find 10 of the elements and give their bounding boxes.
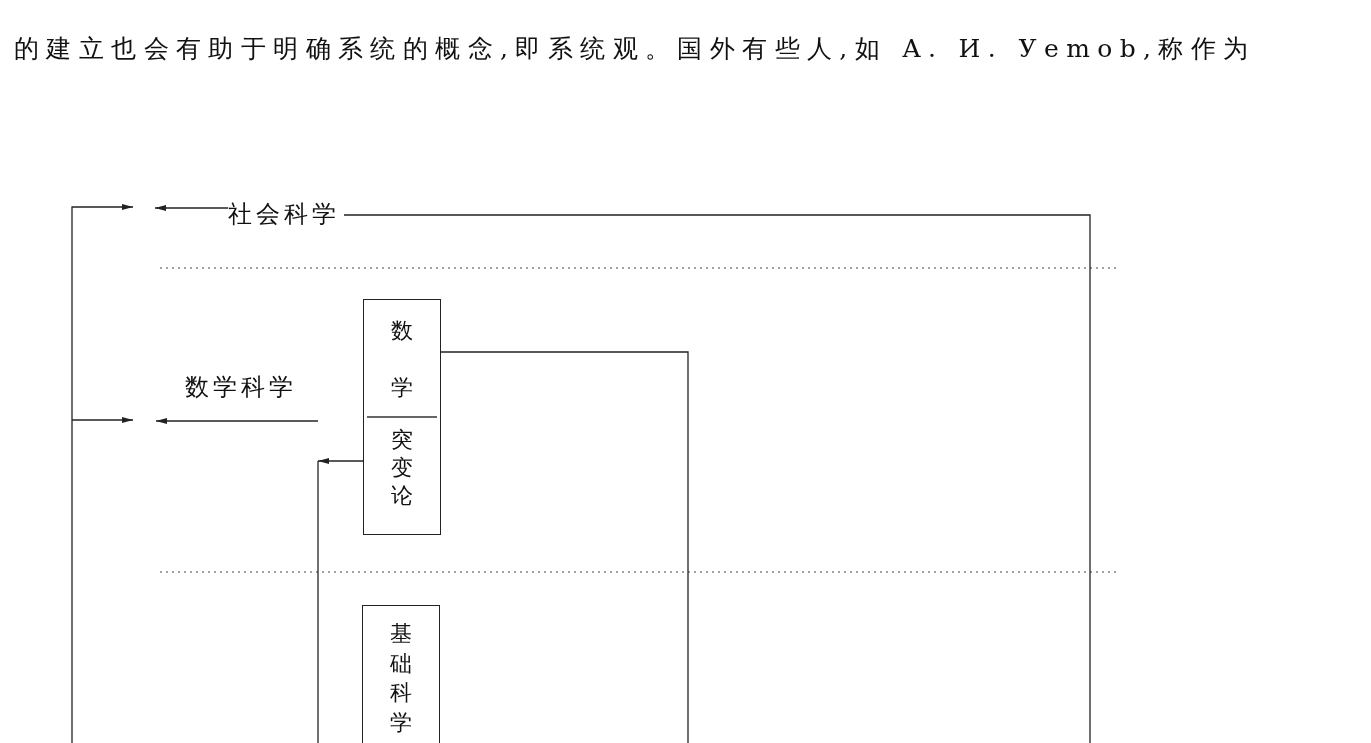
paragraph-text: 的建立也会有助于明确系统的概念,即系统观。国外有些人,如 A. И. Уemob,称作为: [14, 33, 1256, 65]
text-box: 基础科学: [362, 605, 440, 743]
text-box: 突变论: [363, 417, 441, 535]
category-label: 数学科学: [185, 372, 297, 402]
arrow: [317, 458, 364, 464]
text-box: 数学: [363, 299, 441, 417]
connector-line: [343, 214, 1091, 743]
connector-line: [440, 351, 689, 743]
arrow: [154, 205, 229, 211]
category-label: 社会科学: [228, 199, 344, 229]
